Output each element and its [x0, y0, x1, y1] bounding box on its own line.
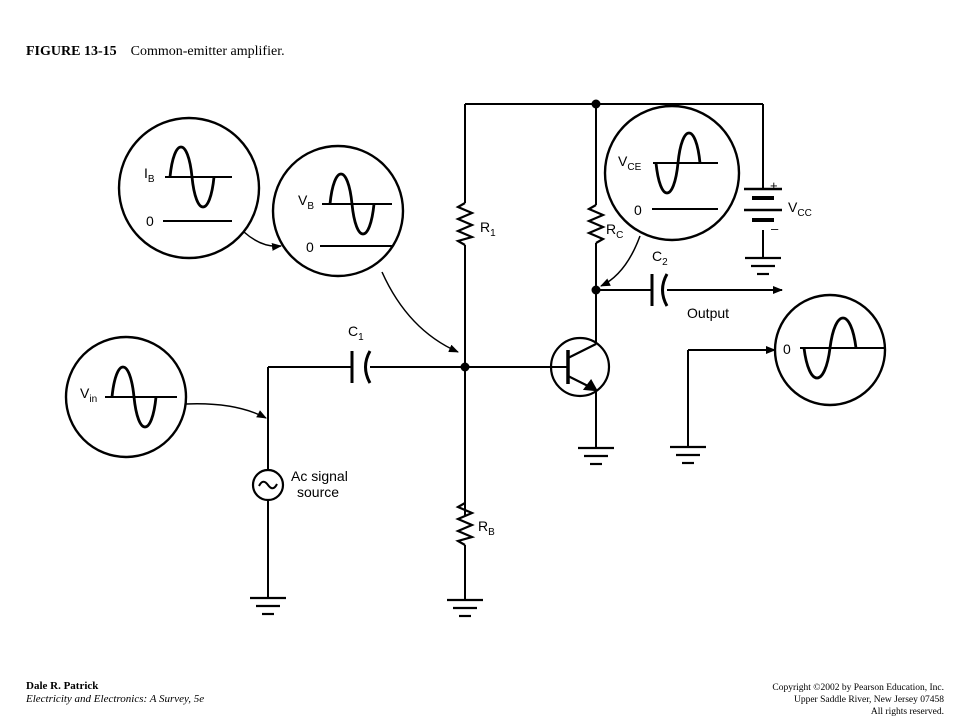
ground-rb-icon — [447, 598, 483, 618]
vcc-battery — [744, 187, 782, 222]
vce-sine-wave — [654, 131, 702, 195]
footer-copyright: Copyright ©2002 by Pearson Education, In… — [772, 682, 944, 718]
ground-load-icon — [670, 445, 706, 465]
ground-vcc-icon — [745, 256, 781, 276]
ib-waveform-bubble — [117, 116, 261, 260]
vce-label: VCE — [618, 153, 642, 173]
copyright-line: Copyright ©2002 by Pearson Education, In… — [772, 683, 944, 693]
output-zero-label: 0 — [783, 341, 791, 357]
rb-label: RB — [478, 518, 495, 538]
junction-dot-top — [591, 99, 601, 109]
copyright-address: Upper Saddle River, New Jersey 07458 — [793, 695, 944, 705]
c1-label: C1 — [348, 323, 364, 343]
ib-label: IB — [144, 165, 155, 185]
vb-pointer-arrow — [381, 271, 459, 353]
vb-waveform-bubble — [271, 144, 405, 278]
vce-waveform-bubble — [603, 104, 741, 242]
vce-zero-label: 0 — [634, 202, 642, 218]
author-name: Dale R. Patrick — [26, 680, 99, 692]
footer-author: Dale R. Patrick Electricity and Electron… — [26, 680, 204, 706]
vce-pointer-arrow — [600, 235, 641, 287]
source-label-line1: Ac signal — [291, 468, 348, 484]
rc-resistor — [586, 204, 606, 244]
vb-label: VB — [298, 192, 314, 212]
figure-title: FIGURE 13-15 Common-emitter amplifier. — [26, 44, 285, 60]
vcc-label: VCC — [788, 199, 812, 219]
ground-emitter-icon — [578, 446, 614, 466]
ib-pointer-arrow — [243, 231, 282, 251]
junction-dot-collector — [591, 285, 601, 295]
c2-capacitor — [650, 273, 669, 307]
c2-label: C2 — [652, 248, 668, 268]
ib-zero-label: 0 — [146, 213, 154, 229]
figure-number: FIGURE 13-15 — [26, 44, 117, 59]
source-label-line2: source — [297, 484, 339, 500]
vin-pointer-arrow — [185, 403, 267, 419]
output-label: Output — [687, 305, 729, 321]
vcc-minus-sign: – — [771, 221, 779, 236]
vcc-plus-sign: + — [770, 178, 778, 193]
figure-caption: Common-emitter amplifier. — [130, 44, 285, 59]
vb-zero-label: 0 — [306, 239, 314, 255]
ac-signal-source — [251, 468, 285, 502]
npn-transistor — [549, 336, 611, 398]
ib-sine-wave — [168, 145, 216, 209]
junction-dot-base — [460, 362, 470, 372]
copyright-rights: All rights reserved. — [870, 707, 944, 717]
r1-resistor — [455, 202, 476, 246]
rb-resistor — [455, 502, 476, 546]
vin-sine-wave — [110, 365, 158, 429]
ground-source-icon — [250, 596, 286, 616]
rc-label: RC — [606, 221, 623, 241]
vb-sine-wave — [328, 172, 376, 236]
circuit-wires — [267, 103, 764, 600]
output-sine-wave — [802, 316, 858, 380]
vin-label: Vin — [80, 385, 97, 405]
c1-capacitor — [350, 350, 372, 384]
book-title: Electricity and Electronics: A Survey, 5… — [26, 693, 205, 705]
r1-label: R1 — [480, 219, 496, 239]
ac-sine-glyph — [258, 480, 278, 490]
